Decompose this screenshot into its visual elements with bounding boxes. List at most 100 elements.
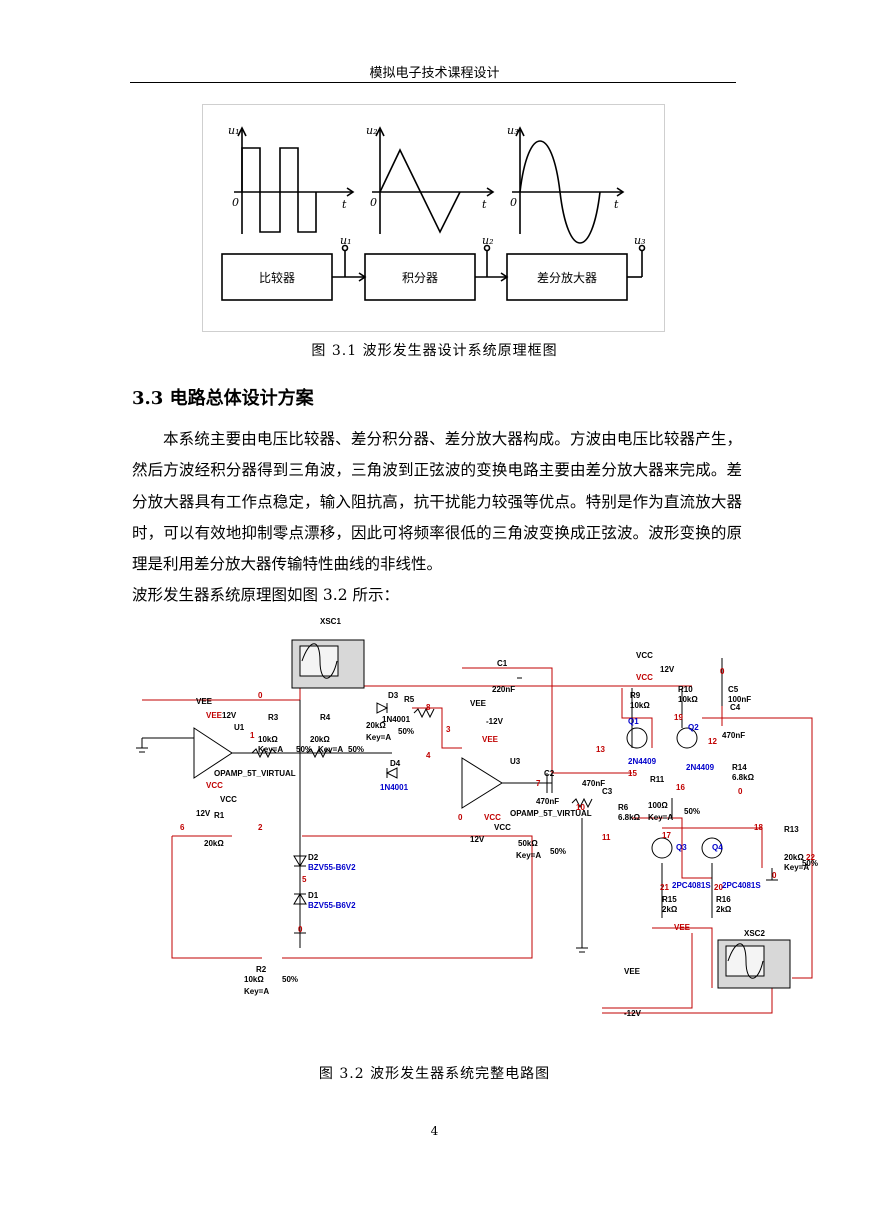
lbl-r14v: 6.8kΩ: [732, 773, 755, 782]
lbl-d1v: BZV55-B6V2: [308, 901, 356, 910]
lbl-vee5: VEE: [674, 923, 691, 932]
lbl-n0d: 0: [720, 667, 725, 676]
lbl-r6v: 6.8kΩ: [618, 813, 641, 822]
lbl-r5: R5: [404, 695, 415, 704]
node-u3: u₃: [634, 234, 646, 247]
lbl-r50: 50kΩ: [518, 839, 538, 848]
paragraph-last-line: 波形发生器系统原理图如图 3.2 所示：: [132, 586, 400, 605]
lbl-n19: 19: [674, 713, 683, 722]
lbl-n8: 8: [426, 703, 431, 712]
graph3-origin: 0: [510, 196, 517, 209]
lbl-n3: 3: [446, 725, 451, 734]
lbl-n11: 11: [602, 833, 611, 842]
lbl-c5: C5: [728, 685, 739, 694]
lbl-pct1: 50%: [296, 745, 312, 754]
lbl-d1: D1: [308, 891, 319, 900]
lbl-r2v: 10kΩ: [244, 975, 264, 984]
lbl-n10: 10: [576, 803, 585, 812]
paragraph-text: 本系统主要由电压比较器、差分积分器、差分放大器构成。方波由电压比较器产生，然后方…: [132, 430, 742, 574]
lbl-n12: 12: [708, 737, 717, 746]
lbl-r13v: 20kΩ: [784, 853, 804, 862]
lbl-r11v: 100Ω: [648, 801, 668, 810]
figure-3-1-block-diagram: u₁ 0 t u₂ 0 t u₃ 0 t u₁ u₂ u₃ 比较器 积分器 差分…: [202, 104, 665, 332]
lbl-q2: Q2: [688, 723, 699, 732]
lbl-c2v: 470nF: [536, 797, 559, 806]
graph1-axis-label: u₁: [228, 124, 240, 137]
lbl-r1: R1: [214, 811, 225, 820]
lbl-vee6: VEE: [624, 967, 641, 976]
lbl-r10: R10: [678, 685, 693, 694]
node-u2: u₂: [482, 234, 494, 247]
lbl-xsc2: XSC2: [744, 929, 765, 938]
lbl-d4: D4: [390, 759, 401, 768]
lbl-vcc2: VCC: [220, 795, 237, 804]
lbl-t4: 2PC4081S: [722, 881, 761, 890]
lbl-n4: 4: [426, 751, 431, 760]
lbl-n20: 20: [714, 883, 723, 892]
lbl-d3: D3: [388, 691, 399, 700]
lbl-vee3: VEE: [470, 699, 487, 708]
lbl-vm12b: -12V: [624, 1009, 642, 1018]
block-diff-amp: 差分放大器: [537, 270, 597, 285]
lbl-d2: D2: [308, 853, 319, 862]
lbl-r4: R4: [320, 713, 331, 722]
graph3-axis-label: u₃: [507, 124, 519, 137]
lbl-r9v: 10kΩ: [630, 701, 650, 710]
lbl-n15: 15: [628, 769, 637, 778]
lbl-q1: Q1: [628, 717, 639, 726]
node-u1: u₁: [340, 234, 352, 247]
lbl-c2: C2: [544, 769, 555, 778]
lbl-vcc3: VCC: [484, 813, 501, 822]
lbl-key6: Key=A: [648, 813, 673, 822]
lbl-r16: R16: [716, 895, 731, 904]
block-comparator: 比较器: [259, 270, 295, 285]
lbl-r10v: 10kΩ: [678, 695, 698, 704]
lbl-u3: U3: [510, 757, 521, 766]
lbl-key5: Key=A: [366, 733, 391, 742]
lbl-n1: 1: [250, 731, 255, 740]
graph2-origin: 0: [370, 196, 377, 209]
lbl-key2: Key=A: [318, 745, 343, 754]
lbl-n7: 7: [536, 779, 541, 788]
lbl-n16: 16: [676, 783, 685, 792]
lbl-vcc4: VCC: [494, 823, 511, 832]
lbl-n0e: 0: [738, 787, 743, 796]
running-header: 模拟电子技术课程设计: [369, 66, 500, 81]
lbl-r5v: 20kΩ: [366, 721, 386, 730]
lbl-key2b: Key=A: [244, 987, 269, 996]
lbl-c3v: 470nF: [582, 779, 605, 788]
lbl-n22: 22: [806, 853, 815, 862]
lbl-12v: 12V: [222, 711, 237, 720]
block-integrator: 积分器: [402, 271, 438, 285]
lbl-r13: R13: [784, 825, 799, 834]
lbl-t2: 2N4409: [686, 763, 715, 772]
graph2-t: t: [482, 198, 487, 211]
lbl-12vb: 12V: [196, 809, 211, 818]
lbl-c4v: 470nF: [722, 731, 745, 740]
lbl-t3: 2PC4081S: [672, 881, 711, 890]
page-number: 4: [430, 1124, 439, 1138]
lbl-n0a: 0: [258, 691, 263, 700]
lbl-n13: 13: [596, 745, 605, 754]
lbl-r15: R15: [662, 895, 677, 904]
lbl-c4: C4: [730, 703, 741, 712]
lbl-pct2b: 50%: [282, 975, 298, 984]
header-rule: [130, 82, 736, 83]
lbl-pct6: 50%: [684, 807, 700, 816]
lbl-vee: VEE: [196, 697, 213, 706]
figure-3-2-circuit: XSC1 C1 220nF VEE VEE 12V U1 R3 R4 10kΩ …: [136, 618, 818, 1018]
lbl-t1: 2N4409: [628, 757, 657, 766]
lbl-r2: R2: [256, 965, 267, 974]
graph2-axis-label: u₂: [366, 124, 378, 137]
lbl-d3v: 1N4001: [382, 715, 411, 724]
lbl-key50: Key=A: [516, 851, 541, 860]
lbl-r11: R11: [650, 775, 665, 784]
graph1-origin: 0: [232, 196, 239, 209]
lbl-opamp3: OPAMP_5T_VIRTUAL: [510, 809, 592, 818]
lbl-n0f: 0: [772, 871, 777, 880]
lbl-n6: 6: [180, 823, 185, 832]
lbl-d2v: BZV55-B6V2: [308, 863, 356, 872]
lbl-c1v: 220nF: [492, 685, 515, 694]
lbl-r4v: 20kΩ: [310, 735, 330, 744]
lbl-n21: 21: [660, 883, 669, 892]
